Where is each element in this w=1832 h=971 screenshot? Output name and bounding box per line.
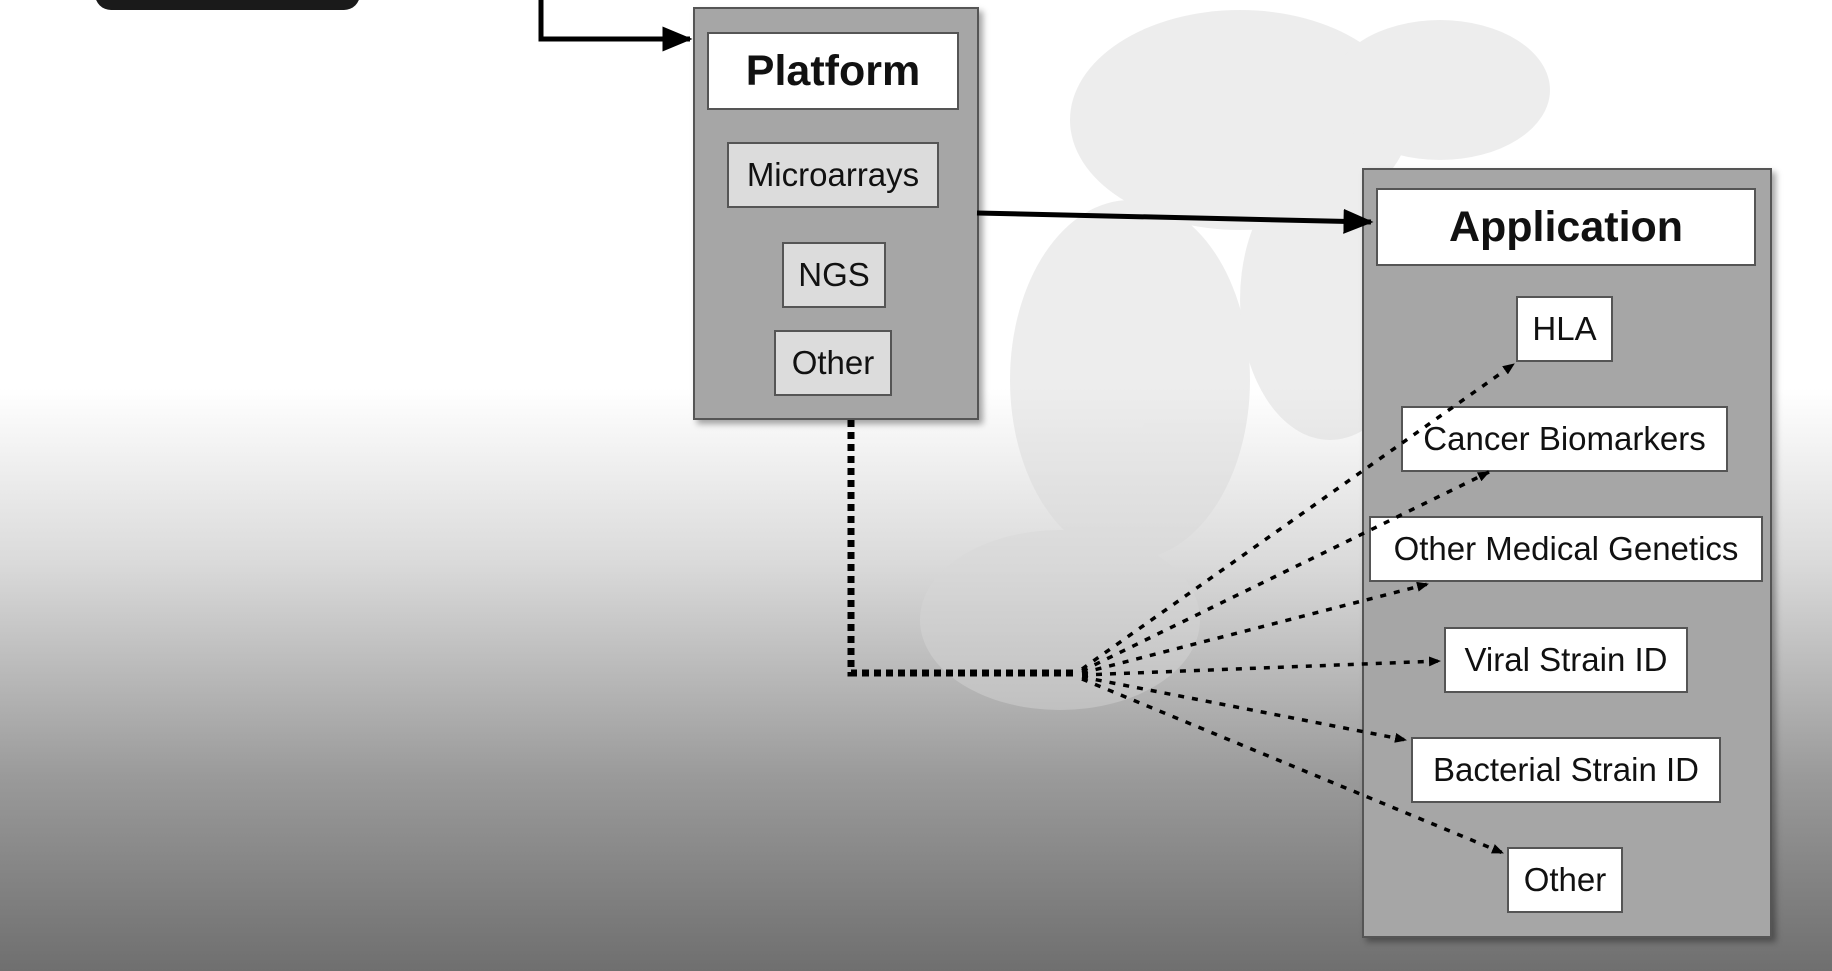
application-item-other: Other bbox=[1507, 847, 1623, 913]
dotted-trunk bbox=[847, 420, 1078, 677]
platform-to-application-arrow bbox=[976, 208, 1374, 234]
platform-title: Platform bbox=[707, 32, 959, 110]
platform-item-other: Other bbox=[774, 330, 892, 396]
fan-arrow-hla bbox=[1080, 362, 1516, 671]
application-item-hla: HLA bbox=[1516, 296, 1613, 362]
platform-item-ngs: NGS bbox=[782, 242, 886, 308]
application-title: Application bbox=[1376, 188, 1756, 266]
application-item-bacterial-strain-id: Bacterial Strain ID bbox=[1411, 737, 1721, 803]
upstream-node-edge bbox=[95, 0, 360, 10]
input-arrow bbox=[538, 0, 693, 52]
fan-arrow-other bbox=[1081, 677, 1504, 855]
fan-arrows bbox=[1080, 362, 1516, 855]
fan-arrow-cancer-biomarkers bbox=[1081, 470, 1490, 673]
fan-arrow-bacterial-strain-id bbox=[1081, 675, 1407, 743]
fan-arrow-viral-strain-id bbox=[1081, 656, 1441, 677]
platform-item-microarrays: Microarrays bbox=[727, 142, 939, 208]
application-item-cancer-biomarkers: Cancer Biomarkers bbox=[1401, 406, 1728, 472]
application-item-viral-strain-id: Viral Strain ID bbox=[1444, 627, 1688, 693]
fan-arrow-other-medical-genetics bbox=[1081, 581, 1429, 675]
application-item-other-medical-genetics: Other Medical Genetics bbox=[1369, 516, 1763, 582]
